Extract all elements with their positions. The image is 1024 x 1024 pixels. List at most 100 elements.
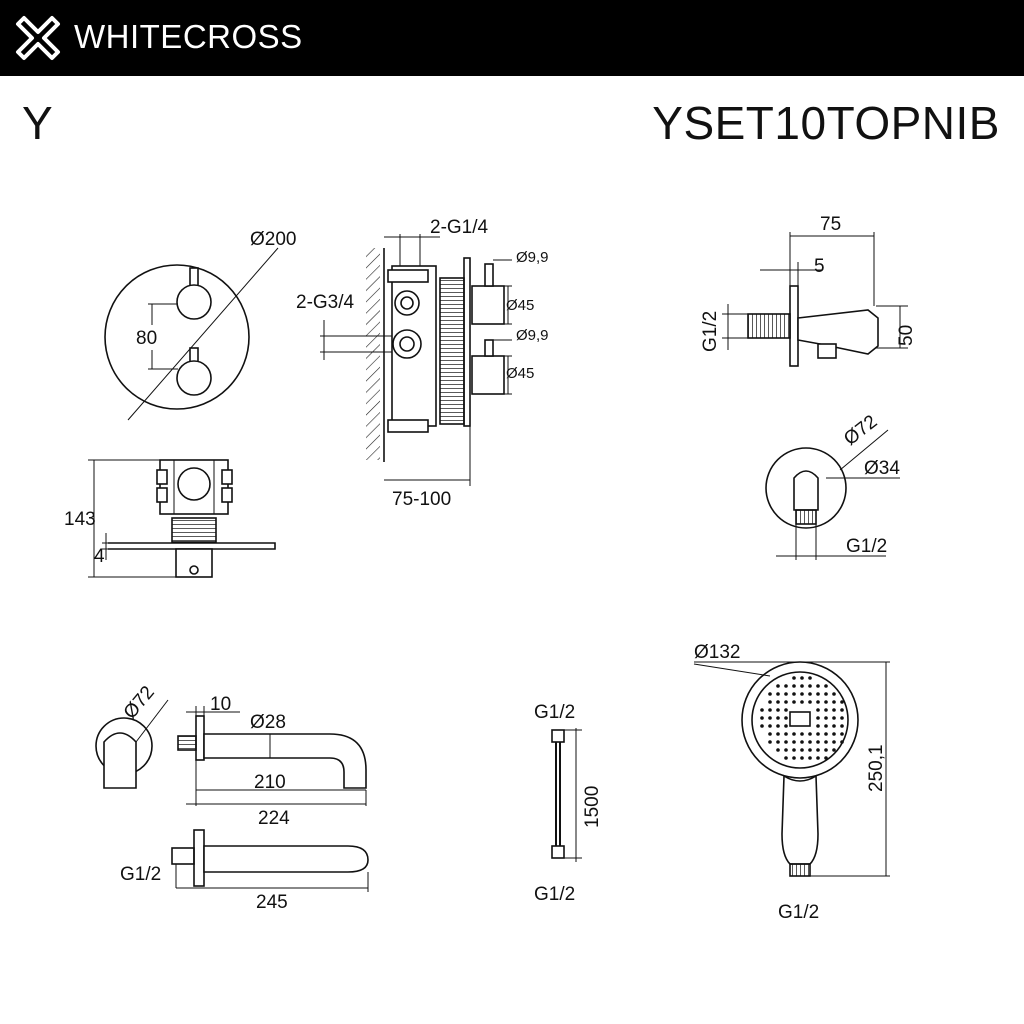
dim-depth-total: 143 [64, 509, 96, 530]
spray-nozzle [792, 684, 796, 688]
thermostat-side-view [88, 459, 276, 578]
spray-nozzle [824, 692, 828, 696]
spray-nozzle [776, 740, 780, 744]
spray-nozzle [760, 708, 764, 712]
spray-nozzle [760, 724, 764, 728]
spray-nozzle [784, 700, 788, 704]
spray-nozzle [784, 716, 788, 720]
spray-nozzle [824, 748, 828, 752]
dim-outlets-top: 2-G1/4 [430, 217, 489, 238]
spray-nozzle [768, 716, 772, 720]
spray-nozzle [824, 732, 828, 736]
dim-head-thread: G1/2 [778, 902, 819, 923]
spray-nozzle [808, 676, 812, 680]
spray-nozzle [808, 748, 812, 752]
dim-holder-socket: Ø34 [864, 458, 900, 479]
dim-spout-245: 245 [256, 892, 288, 913]
spray-nozzle [824, 756, 828, 760]
dim-install-depth: 75-100 [392, 489, 451, 510]
spray-nozzle [808, 740, 812, 744]
spray-nozzle [768, 692, 772, 696]
dim-holder-thread: G1/2 [700, 311, 721, 352]
spray-nozzle [800, 756, 804, 760]
spray-nozzle [816, 732, 820, 736]
shower-holder-side-view [722, 232, 908, 367]
spray-nozzle [816, 708, 820, 712]
spray-nozzle [824, 708, 828, 712]
spray-nozzle [832, 740, 836, 744]
dim-holder-outlet: G1/2 [846, 536, 887, 557]
spray-nozzle [792, 700, 796, 704]
spray-nozzle [808, 756, 812, 760]
spray-nozzle [816, 748, 820, 752]
hand-shower-view [693, 661, 890, 877]
spray-nozzle [768, 740, 772, 744]
spray-nozzle [768, 700, 772, 704]
dim-handle-pin-bottom: Ø9,9 [516, 327, 549, 344]
dim-handle-pin-top: Ø9,9 [516, 249, 549, 266]
spray-nozzle [792, 732, 796, 736]
dim-spout-210: 210 [254, 772, 286, 793]
spray-nozzle [824, 716, 828, 720]
dim-holder-length: 75 [820, 214, 841, 235]
spray-nozzle [800, 740, 804, 744]
spray-nozzle [840, 724, 844, 728]
dim-head-length: 250,1 [866, 744, 887, 792]
dim-spout-offset: 10 [210, 694, 231, 715]
spray-nozzle [800, 700, 804, 704]
dim-holder-offset: 5 [814, 256, 825, 277]
dim-hose-top: G1/2 [534, 702, 575, 723]
spray-nozzle [784, 724, 788, 728]
spray-nozzle [832, 748, 836, 752]
spray-nozzle [816, 700, 820, 704]
thermostat-section-view [320, 234, 512, 486]
spray-nozzle [824, 740, 828, 744]
dim-spout-rosette: Ø72 [120, 682, 159, 723]
spray-nozzle [792, 740, 796, 744]
spray-nozzle [768, 708, 772, 712]
series-label: Y [22, 97, 53, 149]
spray-nozzle [840, 716, 844, 720]
spray-nozzle [840, 708, 844, 712]
dim-holder-rosette: Ø72 [840, 411, 881, 450]
spray-nozzle [784, 740, 788, 744]
dim-spout-thread: G1/2 [120, 864, 161, 885]
thermostat-front-view [104, 247, 279, 421]
spray-nozzle [776, 724, 780, 728]
cross-x-logo-icon [16, 16, 60, 60]
spray-nozzle [776, 708, 780, 712]
spray-nozzle [832, 700, 836, 704]
spray-nozzle [800, 692, 804, 696]
spray-nozzle [792, 692, 796, 696]
spout-top-view [177, 706, 367, 806]
spray-nozzle [824, 684, 828, 688]
spray-nozzle [784, 756, 788, 760]
spray-nozzle [800, 732, 804, 736]
spray-nozzle [776, 716, 780, 720]
spray-nozzle [816, 740, 820, 744]
spray-nozzle [784, 748, 788, 752]
spray-nozzle [776, 748, 780, 752]
spray-nozzle [840, 740, 844, 744]
spray-nozzle [776, 732, 780, 736]
spray-nozzle [824, 700, 828, 704]
dim-handle-bottom: Ø45 [506, 365, 534, 382]
spray-nozzle [800, 748, 804, 752]
spray-nozzle [792, 748, 796, 752]
dim-spout-224: 224 [258, 808, 290, 829]
spray-nozzle [832, 732, 836, 736]
spray-nozzle [840, 700, 844, 704]
spray-nozzle [784, 692, 788, 696]
spray-nozzle [760, 716, 764, 720]
spray-nozzle [840, 732, 844, 736]
shower-hose-view [551, 728, 582, 862]
spray-nozzle [776, 700, 780, 704]
dim-plate-thickness: 4 [94, 546, 105, 567]
spray-nozzle [808, 684, 812, 688]
brand-name: WHITECROSS [74, 18, 303, 55]
spray-nozzle [824, 724, 828, 728]
spray-nozzle [800, 684, 804, 688]
spray-nozzle [784, 732, 788, 736]
spray-nozzle [832, 708, 836, 712]
